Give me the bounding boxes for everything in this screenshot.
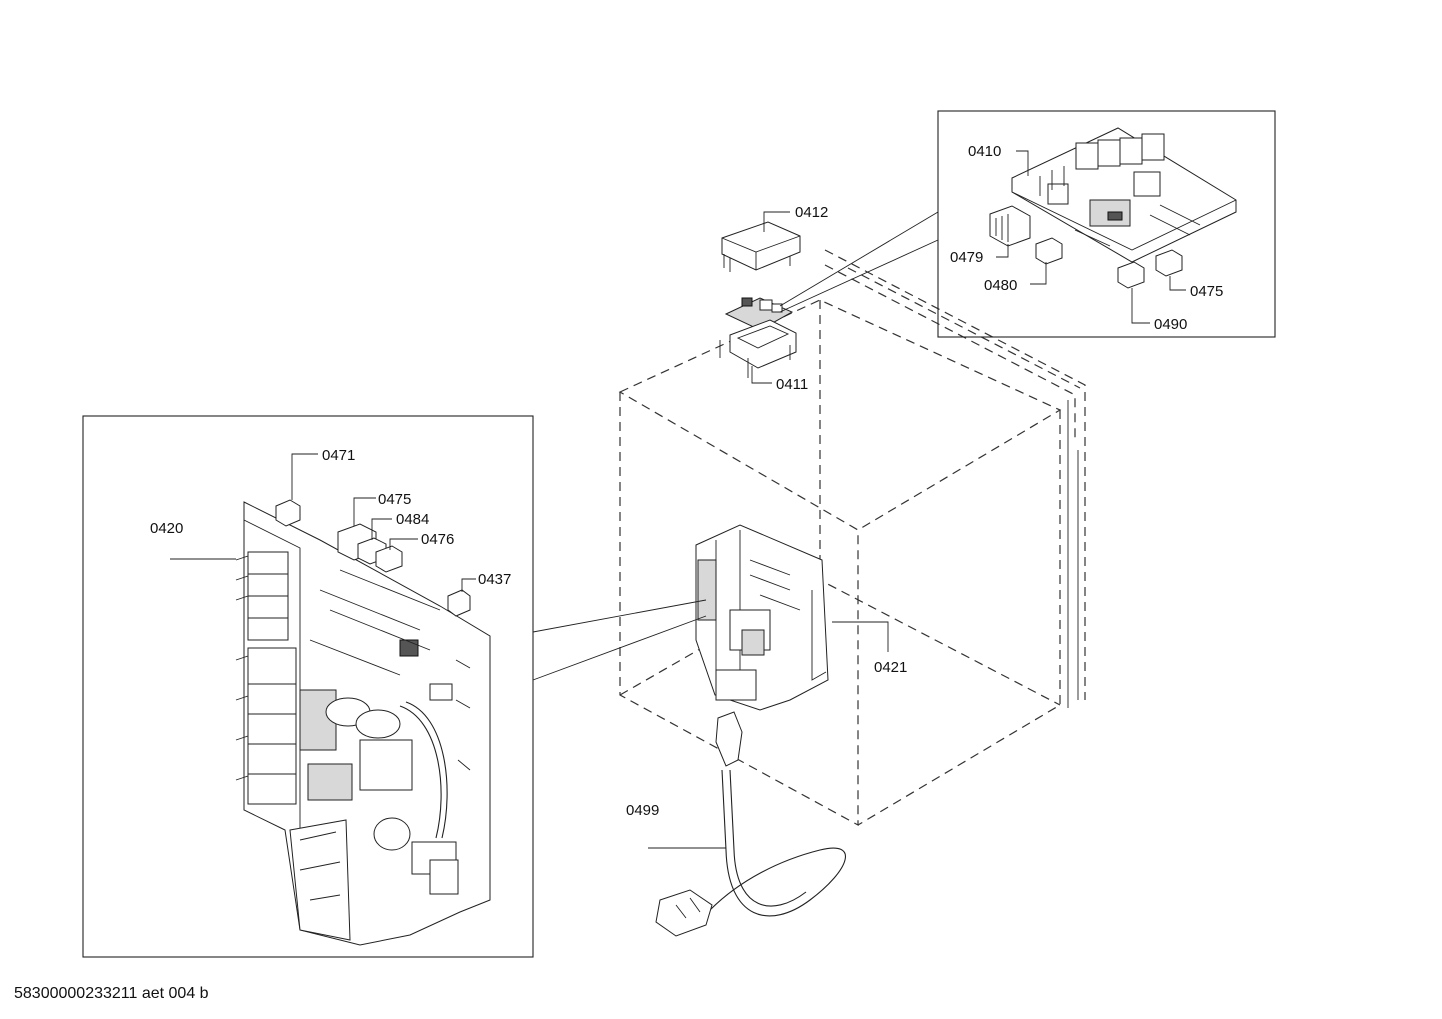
- label-0410: 0410: [968, 143, 1001, 160]
- inset-box-control-pcb: [937, 110, 1276, 338]
- small-pcb-part-0410: [724, 297, 794, 331]
- label-0484: 0484: [396, 511, 429, 528]
- inset-main-pcb-part-0420: [235, 499, 491, 946]
- label-0421: 0421: [874, 659, 907, 676]
- inset-connector-part-0475: [1155, 249, 1183, 277]
- inset-pcb-part-0410: [1011, 127, 1237, 263]
- label-0437: 0437: [478, 571, 511, 588]
- power-cable-part-0499: [655, 711, 846, 937]
- inset-connector-part-0490: [1117, 261, 1145, 289]
- inset-connector-part-0480: [1035, 237, 1063, 265]
- label-0480: 0480: [984, 277, 1017, 294]
- label-0412: 0412: [795, 204, 828, 221]
- label-0490: 0490: [1154, 316, 1187, 333]
- inset-box-main-pcb: [82, 415, 534, 958]
- label-0475-left: 0475: [378, 491, 411, 508]
- holder-frame-part-0411: [719, 319, 797, 378]
- inset-connector-part-0479: [989, 205, 1031, 247]
- label-0499: 0499: [626, 802, 659, 819]
- label-0471: 0471: [322, 447, 355, 464]
- document-id: 58300000233211 aet 004 b: [14, 985, 209, 1002]
- label-0420: 0420: [150, 520, 183, 537]
- label-0476: 0476: [421, 531, 454, 548]
- label-0479: 0479: [950, 249, 983, 266]
- main-pcb-part-0421: [695, 524, 829, 711]
- appliance-housing-outline: [618, 249, 1086, 827]
- top-cover-part-0412: [721, 221, 801, 272]
- label-0411: 0411: [776, 376, 808, 393]
- leader-lines: [170, 150, 1186, 849]
- label-0475-top: 0475: [1190, 283, 1223, 300]
